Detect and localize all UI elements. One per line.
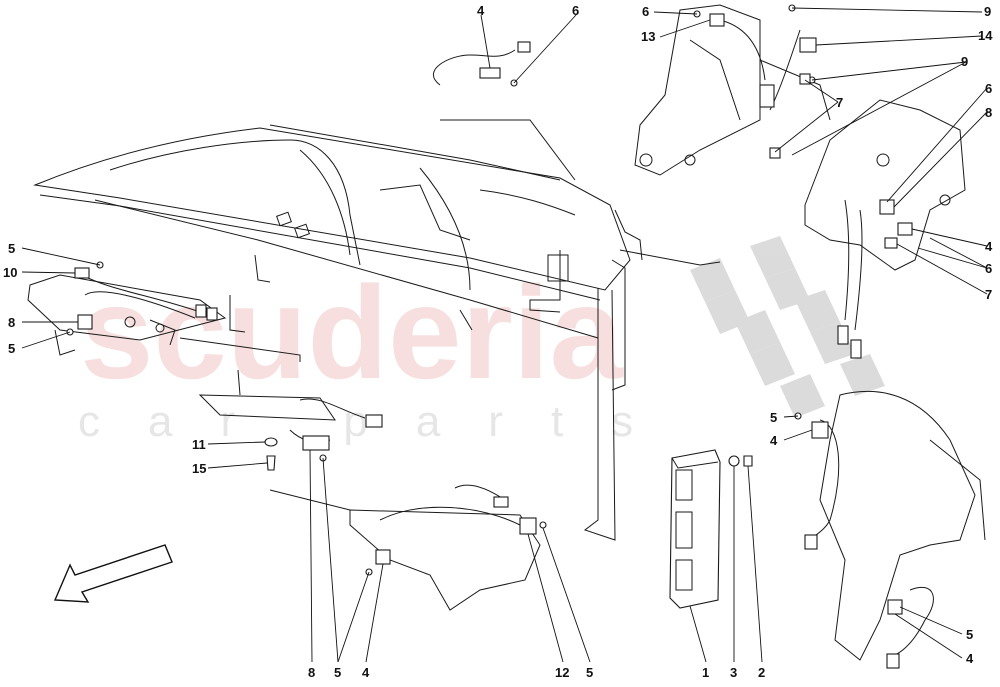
callout-3: 3 xyxy=(730,665,737,680)
bolt-15 xyxy=(266,455,276,471)
windshield-frame xyxy=(33,124,721,541)
callout-labels: 4 6 6 13 9 14 9 7 6 8 4 6 7 5 10 8 5 11 … xyxy=(3,3,993,680)
sensor-4-right xyxy=(897,222,913,236)
sensor-8-right xyxy=(879,199,895,215)
top-connector xyxy=(517,41,531,53)
callout-4-top: 4 xyxy=(477,3,485,18)
part-14-sensor xyxy=(799,37,817,53)
top-small-sensor xyxy=(432,41,576,181)
callout-13: 13 xyxy=(641,29,655,44)
clip-7-right xyxy=(884,237,898,249)
callout-8-left: 8 xyxy=(8,315,15,330)
left-harness-connector-b xyxy=(206,307,218,321)
callout-7-top: 7 xyxy=(836,95,843,110)
front-direction-arrow xyxy=(53,544,173,603)
control-unit xyxy=(669,449,753,609)
callout-4-bottom: 4 xyxy=(362,665,370,680)
sensor-12 xyxy=(519,517,537,535)
callout-14: 14 xyxy=(978,28,993,43)
callout-6-right-bottom: 6 xyxy=(985,261,992,276)
sensor-8-left xyxy=(77,314,93,330)
right-connector-a xyxy=(837,325,849,345)
callout-4-bottom-right-lower: 4 xyxy=(966,651,974,666)
right-hinge-assembly xyxy=(804,99,966,359)
lower-latch-mechanism xyxy=(269,484,547,611)
clip-7-a xyxy=(769,147,781,159)
screw-5-lower-right xyxy=(539,521,547,529)
washer-3 xyxy=(728,455,740,467)
callout-5-bottom-right-upper: 5 xyxy=(770,410,777,425)
relay-10 xyxy=(74,267,90,279)
top-right-motor-bracket xyxy=(634,4,831,176)
callout-10: 10 xyxy=(3,265,17,280)
sensor-4-br-lower xyxy=(887,599,903,615)
callout-7-right: 7 xyxy=(985,287,992,302)
watermark-subtitle: car parts xyxy=(78,397,681,446)
br-connector-b xyxy=(886,653,900,669)
callout-5-bottom-b: 5 xyxy=(586,665,593,680)
callout-5-bottom-right-lower: 5 xyxy=(966,627,973,642)
left-harness-connector-a xyxy=(195,304,207,318)
callout-5-left-bottom: 5 xyxy=(8,341,15,356)
callout-4-right: 4 xyxy=(985,239,993,254)
sensor-4-lower xyxy=(375,549,391,565)
sensor-4-br-upper xyxy=(811,421,829,439)
motor-connector xyxy=(759,84,775,108)
callout-6-right-top: 6 xyxy=(985,81,992,96)
center-connector xyxy=(365,414,383,428)
callout-8-bottom: 8 xyxy=(308,665,315,680)
right-connector-b xyxy=(850,339,862,359)
part-13-clip xyxy=(709,13,725,27)
leader-lines xyxy=(21,7,988,663)
washer-11 xyxy=(264,437,278,447)
center-lower-bracket xyxy=(198,369,383,471)
callout-8-right: 8 xyxy=(985,105,992,120)
callout-1: 1 xyxy=(702,665,709,680)
callout-5-left-top: 5 xyxy=(8,241,15,256)
callout-11: 11 xyxy=(192,437,206,452)
lower-connector xyxy=(493,496,509,508)
callout-9-mid: 9 xyxy=(961,54,968,69)
callout-4-bottom-right-upper: 4 xyxy=(770,433,778,448)
callout-12: 12 xyxy=(555,665,569,680)
bottom-right-hinge-assembly xyxy=(794,390,986,669)
callout-9-top: 9 xyxy=(984,4,991,19)
left-hinge-assembly xyxy=(27,274,301,362)
callout-6-top: 6 xyxy=(572,3,579,18)
callout-5-bottom-a: 5 xyxy=(334,665,341,680)
callout-2: 2 xyxy=(758,665,765,680)
sensor-8-center xyxy=(302,435,330,451)
left-wiring-harness xyxy=(66,261,218,336)
br-connector-a xyxy=(804,534,818,550)
screw-2 xyxy=(743,455,753,467)
sensor-4-top xyxy=(479,67,501,79)
callout-15: 15 xyxy=(192,461,206,476)
clip-7-b xyxy=(799,73,811,85)
callout-6-top-right: 6 xyxy=(642,4,649,19)
watermark-brand: scuderia xyxy=(80,259,625,406)
checkered-flag-logo xyxy=(690,236,885,418)
